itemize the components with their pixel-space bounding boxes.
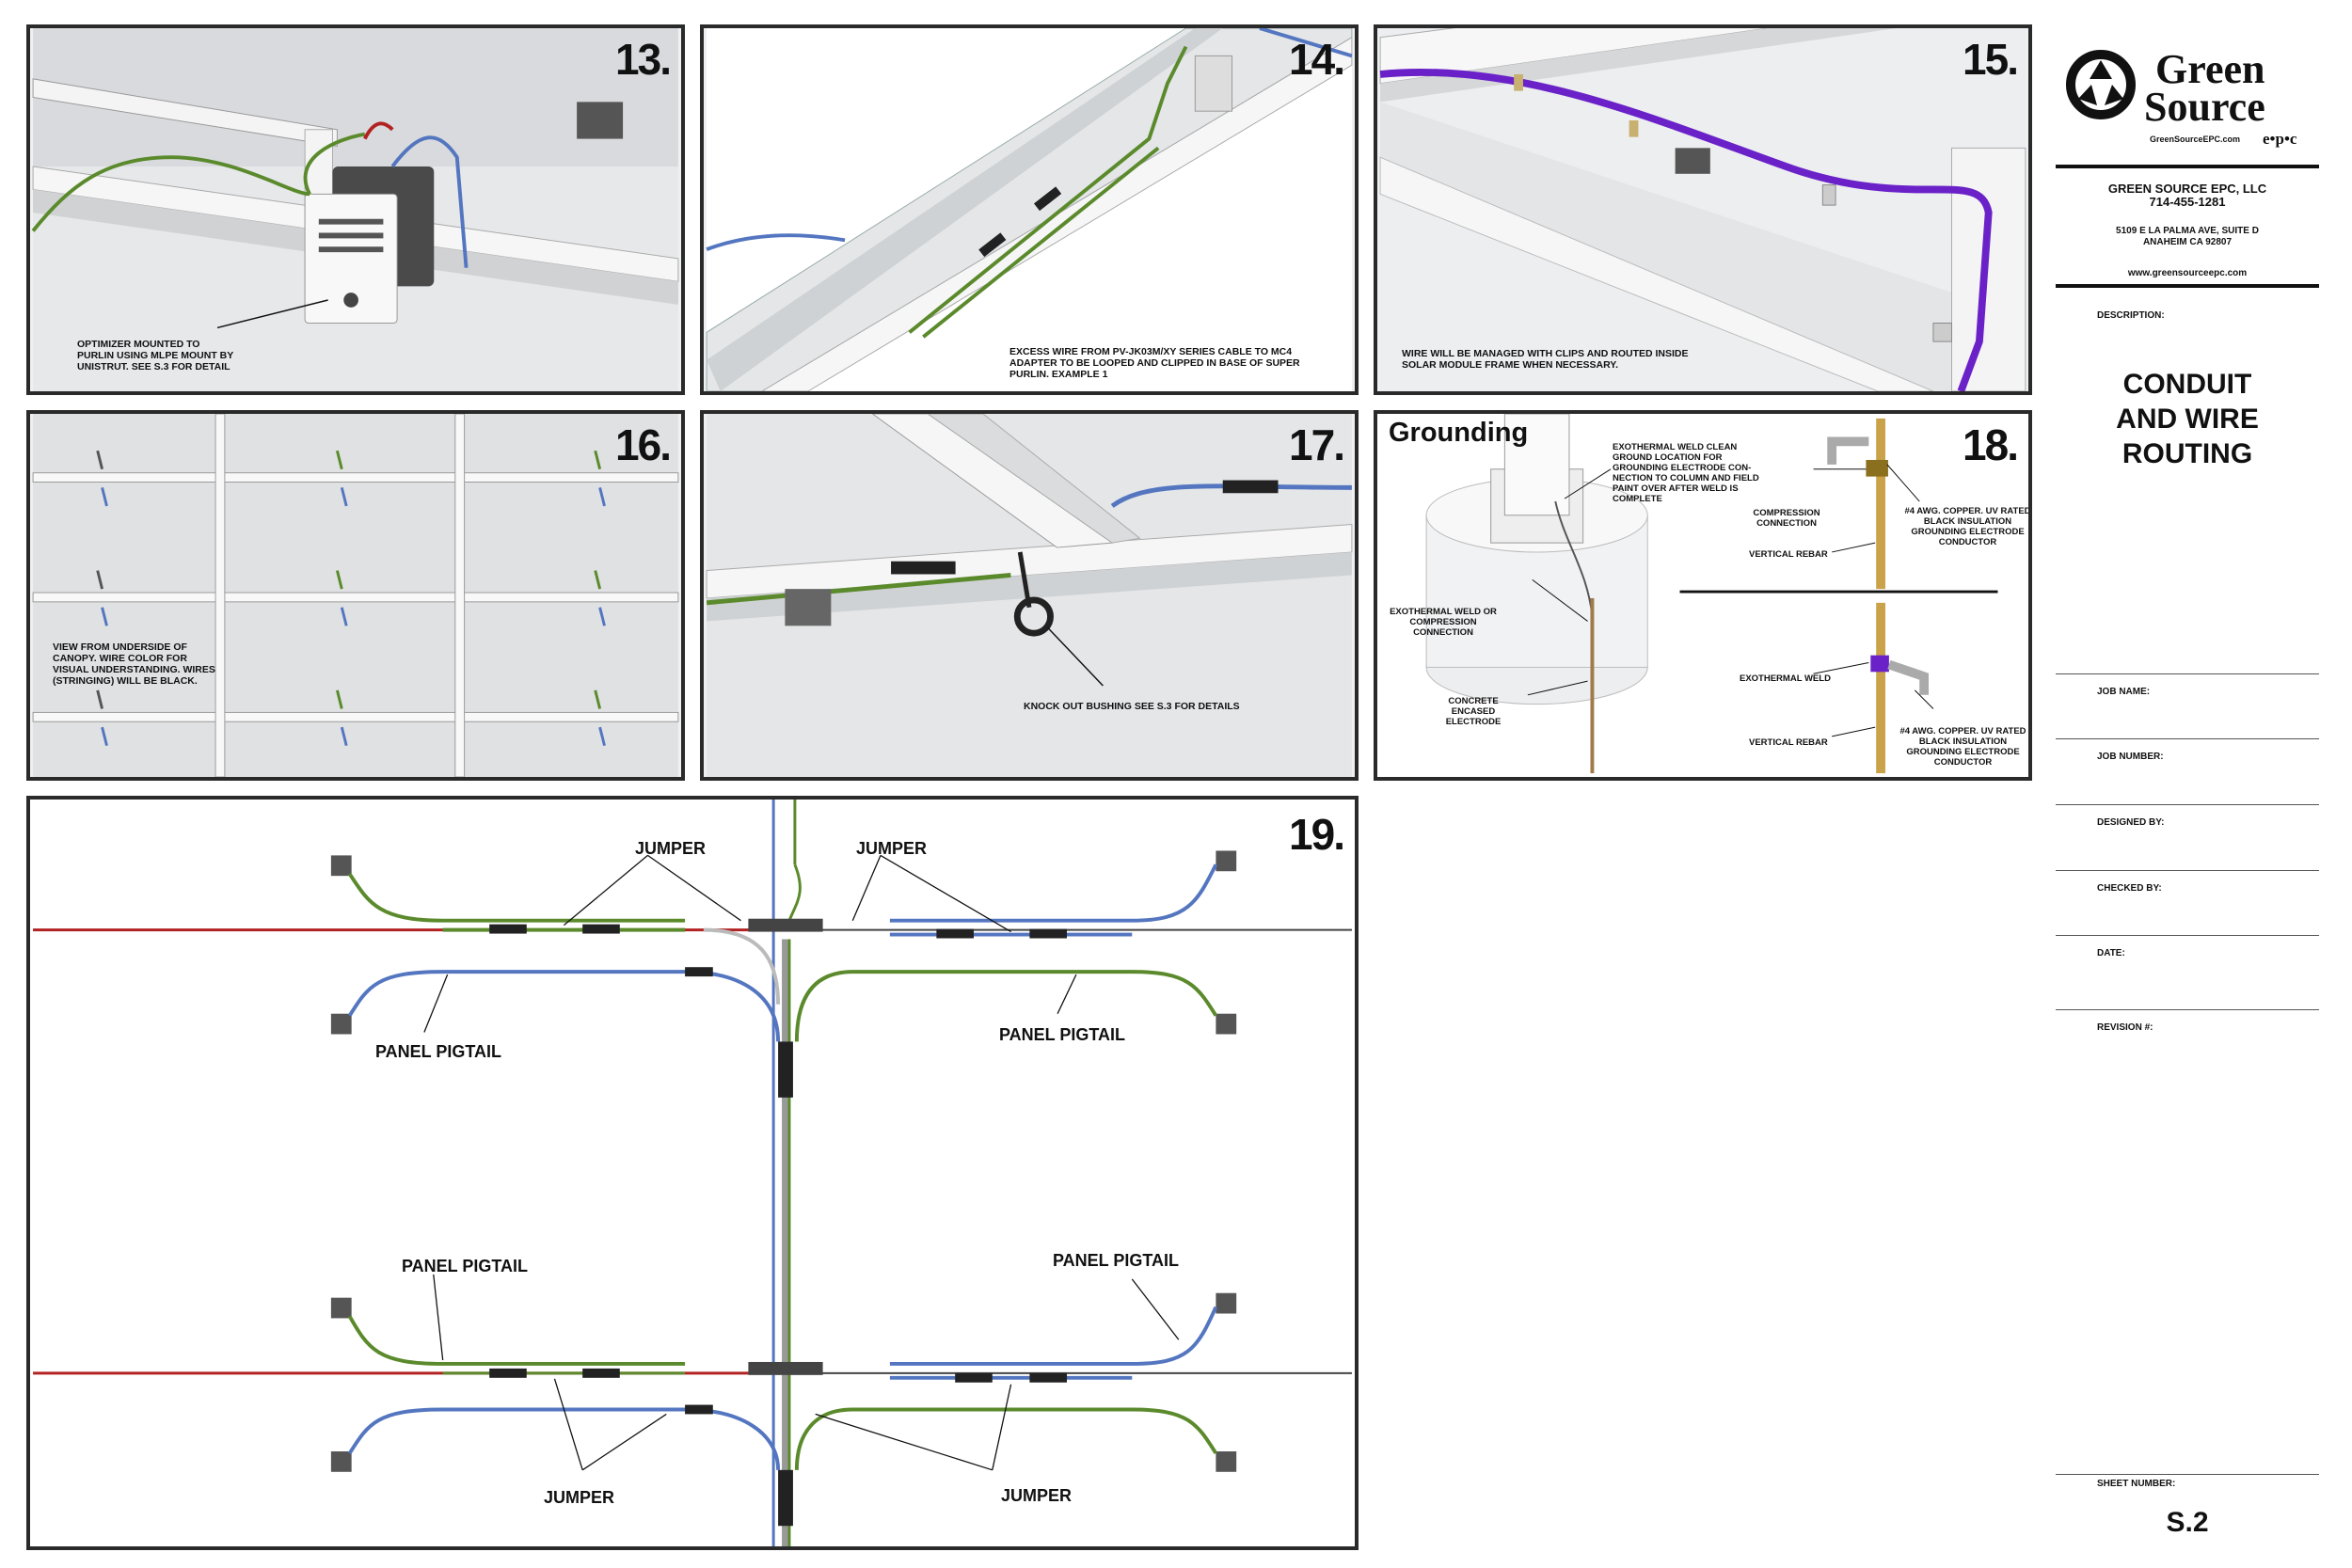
logo-epc: e•p•c <box>2263 130 2297 148</box>
company-phone: 714-455-1281 <box>2149 195 2226 209</box>
company-website: www.greensourceepc.com <box>2127 268 2248 278</box>
description-line-2: AND WIRE <box>2116 404 2259 435</box>
panel-19-diagram <box>33 800 1352 1546</box>
panel-16-underside-view: 16. VIEW FROM UNDERSIDE OF CANOPY. WIRE … <box>26 410 685 781</box>
panel-17-illustration <box>706 414 1353 777</box>
panel-17-knockout-bushing: 17. KNOCK OUT BUSHING SEE S.3 FOR DETAIL… <box>700 410 1359 781</box>
panel-number: 15. <box>1963 35 2019 84</box>
logo-url: GreenSourceEPC.com <box>2150 135 2241 144</box>
jumper-label-top-right: JUMPER <box>856 839 928 858</box>
checked-by-label: CHECKED BY: <box>2097 883 2162 894</box>
panel-18-illustration <box>1380 414 2026 777</box>
weld-or-compression-label: EXOTHERMAL WELD OR COMPRESSION CONNECTIO… <box>1390 607 1497 638</box>
panel-number: 13. <box>615 35 672 84</box>
vertical-rebar-label-lower: VERTICAL REBAR <box>1749 737 1828 748</box>
sheet-number-label: SHEET NUMBER: <box>2097 1479 2176 1489</box>
pigtail-label-upper-left: PANEL PIGTAIL <box>375 1042 502 1061</box>
panel-13-illustration <box>31 28 679 391</box>
panel-number: 17. <box>1289 420 1345 469</box>
date-label: DATE: <box>2097 948 2125 958</box>
panel-14-note: EXCESS WIRE FROM PV-JK03M/XY SERIES CABL… <box>1009 346 1300 380</box>
revision-label: REVISION #: <box>2097 1022 2153 1033</box>
designed-by-label: DESIGNED BY: <box>2097 817 2165 828</box>
panel-number: 19. <box>1289 810 1345 859</box>
description-line-1: CONDUIT <box>2122 369 2252 400</box>
company-logo: Green Source e•p•c GreenSourceEPC.com <box>2063 46 2317 150</box>
panel-15-note: WIRE WILL BE MANAGED WITH CLIPS AND ROUT… <box>1402 348 1689 371</box>
grounding-title: Grounding <box>1389 418 1529 448</box>
job-number-label: JOB NUMBER: <box>2097 752 2164 762</box>
panel-19-wiring-diagram: 19. JUMPER JUMPER PANEL PIGTAIL PANEL PI… <box>26 796 1359 1550</box>
panel-14-excess-wire: 14. EXCESS WIRE FROM PV-JK03M/XY SERIES … <box>700 24 1359 395</box>
vertical-rebar-label-upper: VERTICAL REBAR <box>1749 549 1828 560</box>
title-block: Green Source e•p•c GreenSourceEPC.com GR… <box>2056 38 2324 1561</box>
description-title: CONDUIT AND WIRE ROUTING <box>2056 367 2319 471</box>
company-address-2: ANAHEIM CA 92807 <box>2142 237 2233 247</box>
pigtail-label-lower-right: PANEL PIGTAIL <box>1053 1251 1180 1270</box>
exothermal-weld-label: EXOTHERMAL WELD <box>1740 673 1831 684</box>
pigtail-label-lower-left: PANEL PIGTAIL <box>402 1257 529 1275</box>
panel-13-optimizer-mount: 13. OPTIMIZER MOUNTED TO PURLIN USING ML… <box>26 24 685 395</box>
panel-18-grounding: Grounding 18. EXOTHERMAL WELD CLEAN GROU… <box>1374 410 2032 781</box>
logo-source: Source <box>2144 84 2265 130</box>
jumper-label-bottom-right: JUMPER <box>1001 1486 1073 1505</box>
panel-15-clip-routing: 15. WIRE WILL BE MANAGED WITH CLIPS AND … <box>1374 24 2032 395</box>
panel-17-note: KNOCK OUT BUSHING SEE S.3 FOR DETAILS <box>1024 701 1240 712</box>
weld-note: EXOTHERMAL WELD CLEAN GROUND LOCATION FO… <box>1613 442 1759 504</box>
panel-number: 14. <box>1289 35 1345 84</box>
logo-green: Green <box>2155 46 2265 92</box>
pigtail-label-upper-right: PANEL PIGTAIL <box>999 1025 1126 1044</box>
panel-number: 18. <box>1963 420 2019 469</box>
panel-13-note: OPTIMIZER MOUNTED TO PURLIN USING MLPE M… <box>77 339 234 372</box>
panel-15-illustration <box>1379 28 2026 391</box>
description-line-3: ROUTING <box>2122 438 2253 469</box>
panel-number: 16. <box>615 420 672 469</box>
panel-16-note: VIEW FROM UNDERSIDE OF CANOPY. WIRE COLO… <box>53 641 215 687</box>
recycle-logo-icon <box>2066 50 2136 119</box>
concrete-electrode-label: CONCRETE ENCASED ELECTRODE <box>1445 696 1502 727</box>
company-address-1: 5109 E LA PALMA AVE, SUITE D <box>2116 226 2259 236</box>
conductor-label-upper: #4 AWG. COPPER. UV RATED BLACK INSULATIO… <box>1904 506 2031 547</box>
jumper-label-top-left: JUMPER <box>635 839 707 858</box>
description-label: DESCRIPTION: <box>2097 310 2165 321</box>
conductor-label-lower: #4 AWG. COPPER. UV RATED BLACK INSULATIO… <box>1899 726 2026 768</box>
compression-connection-label: COMPRESSION CONNECTION <box>1753 508 1820 529</box>
sheet-number: S.2 <box>2166 1507 2209 1538</box>
company-name: GREEN SOURCE EPC, LLC <box>2107 182 2267 196</box>
panel-14-illustration <box>706 28 1353 391</box>
job-name-label: JOB NAME: <box>2097 687 2151 697</box>
panel-16-illustration <box>32 414 679 777</box>
jumper-label-bottom-left: JUMPER <box>544 1488 615 1507</box>
